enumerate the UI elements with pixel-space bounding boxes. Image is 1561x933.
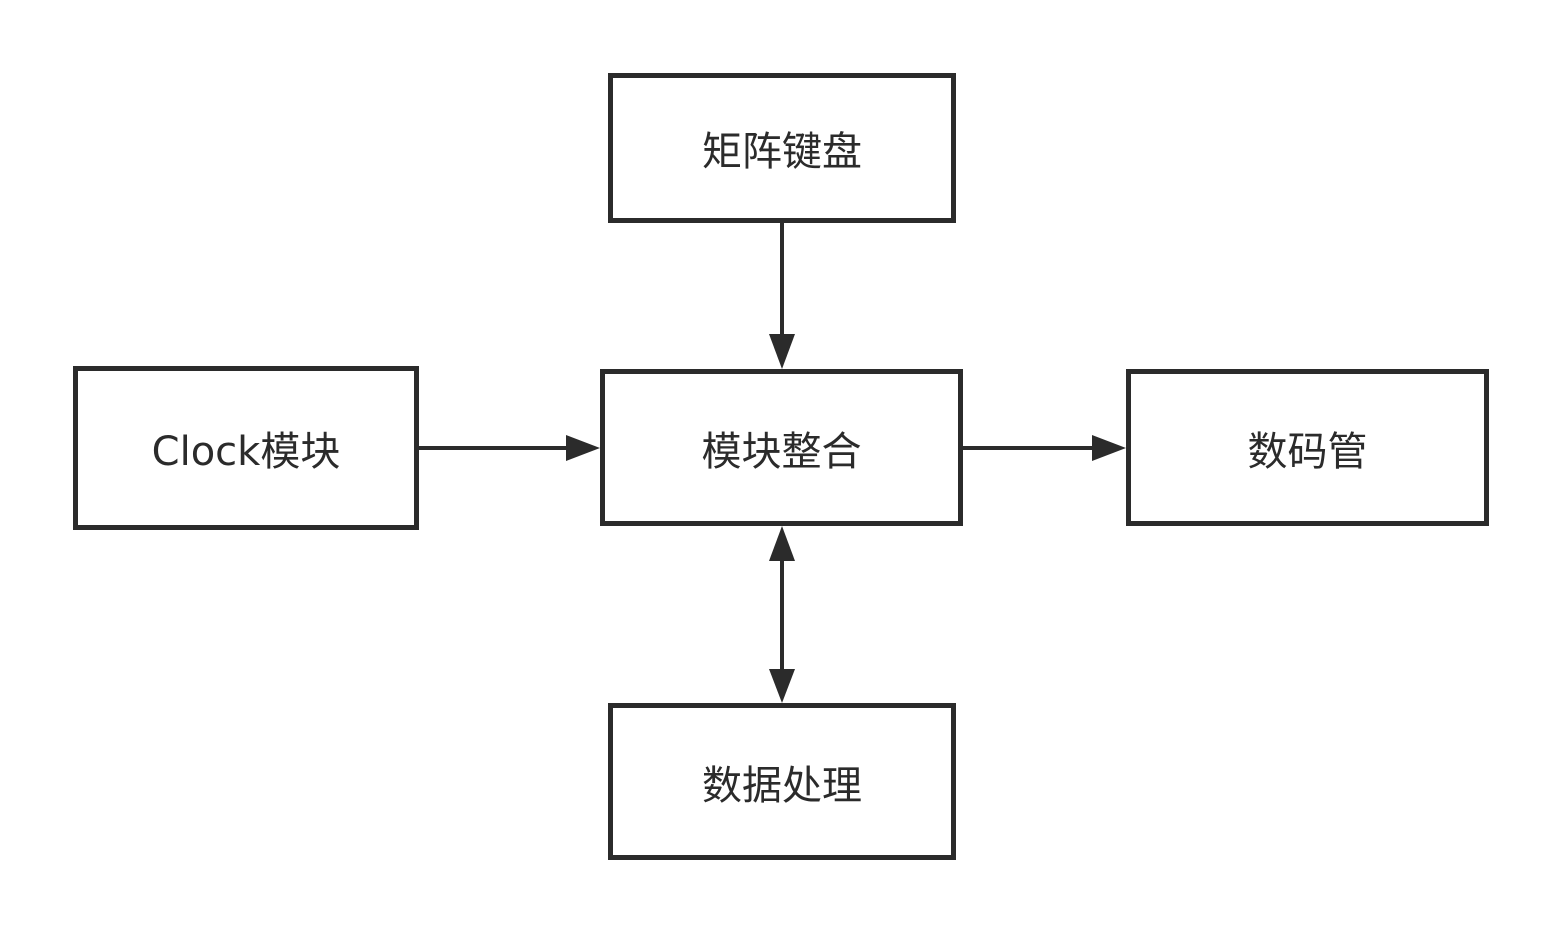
- node-clock-module: Clock模块: [73, 366, 419, 530]
- node-label-clock: Clock模块: [151, 429, 341, 475]
- node-matrix-keyboard: 矩阵键盘: [608, 73, 956, 223]
- node-label-display: 数码管: [1247, 428, 1368, 475]
- arrowhead-into-integrate-top: [769, 334, 795, 369]
- node-data-processing: 数据处理: [608, 703, 956, 860]
- node-label-process: 数据处理: [702, 762, 862, 809]
- node-module-integration: 模块整合: [600, 369, 963, 526]
- arrowhead-into-process: [769, 669, 795, 703]
- arrowhead-into-display: [1092, 435, 1126, 461]
- arrowhead-into-integrate-left: [566, 435, 600, 461]
- arrowhead-into-integrate-bottom: [769, 526, 795, 561]
- node-label-keyboard: 矩阵键盘: [702, 129, 862, 175]
- node-label-integrate: 模块整合: [701, 428, 862, 475]
- node-seven-segment-display: 数码管: [1126, 369, 1489, 526]
